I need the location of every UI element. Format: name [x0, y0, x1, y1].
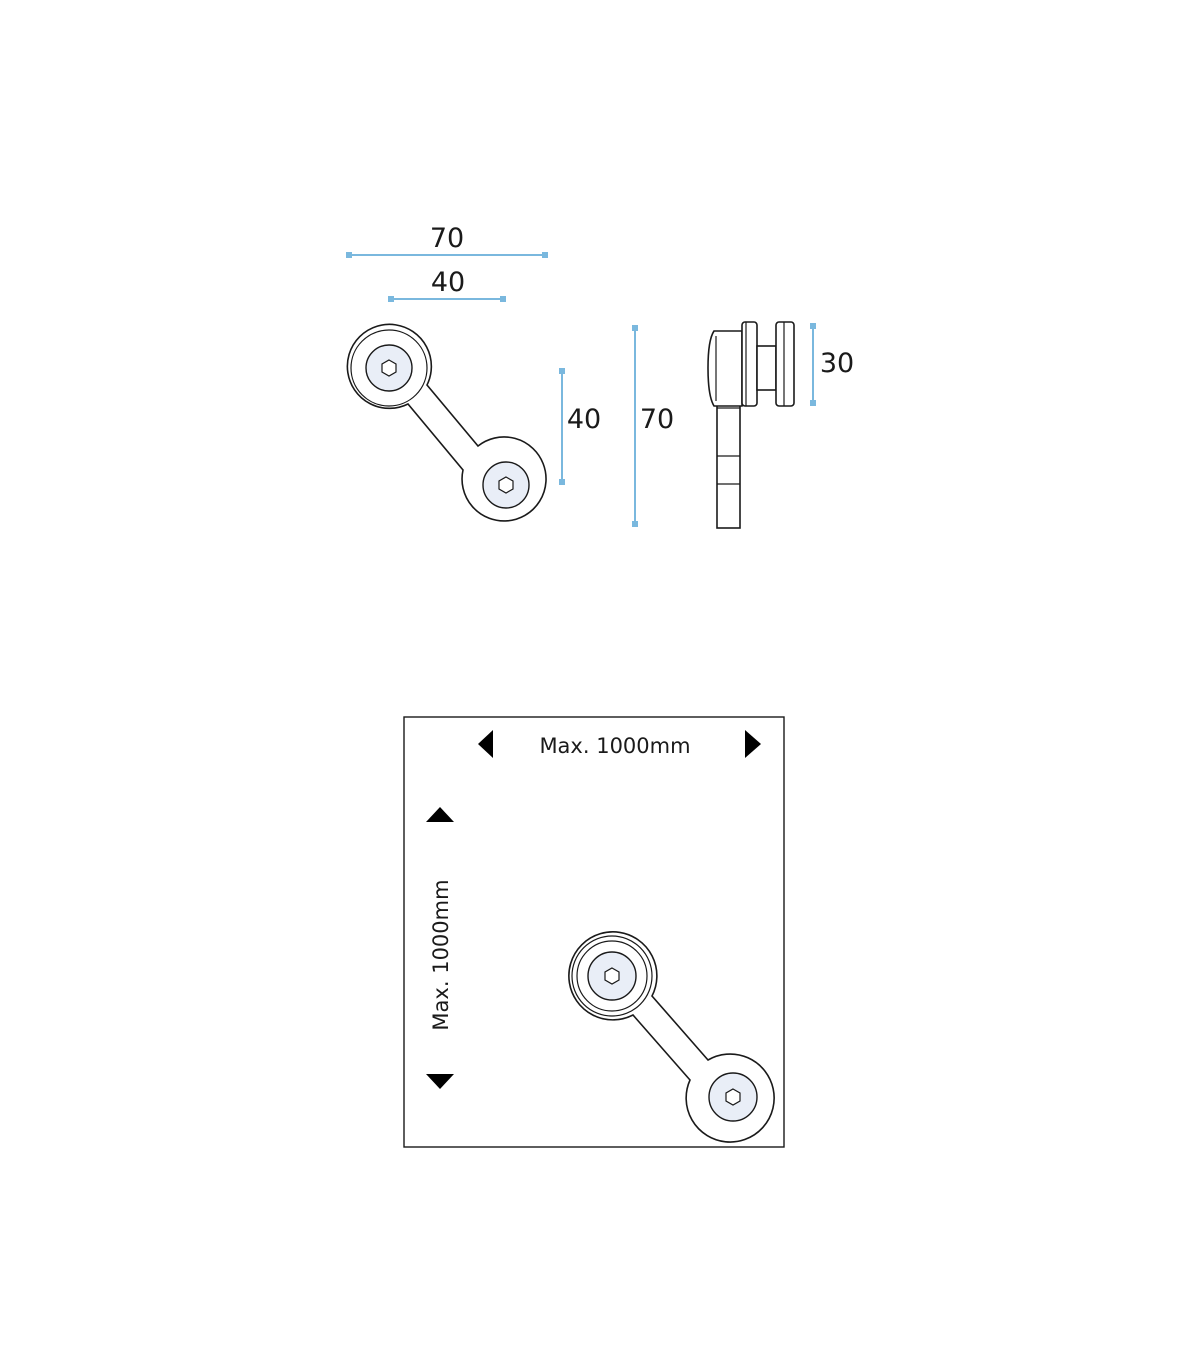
dimension-label-side-thickness: 30	[820, 348, 854, 379]
side-spacer	[756, 345, 777, 391]
dimension-vertical-centers: 40	[559, 368, 601, 485]
dimension-label-top-centers: 40	[431, 267, 465, 298]
side-washer-inner	[741, 321, 758, 407]
spider-arm-side-view	[707, 321, 795, 529]
dimension-top-overall: 70	[346, 223, 548, 258]
spider-arm-front-view	[346, 323, 547, 522]
arrow-up-icon	[426, 807, 454, 822]
panel-large-disc-inner-ring	[576, 940, 648, 1012]
panel-vertical-limit-label: Max. 1000mm	[429, 879, 453, 1030]
small-disc-hex-socket-icon	[498, 476, 514, 494]
large-disc-hex-socket-icon	[381, 359, 397, 377]
arrow-right-icon	[745, 730, 761, 758]
panel-horizontal-limit-label: Max. 1000mm	[539, 734, 690, 758]
panel-large-disc-hex-socket-icon	[604, 967, 620, 985]
arrow-down-icon	[426, 1074, 454, 1089]
arrow-left-icon	[478, 730, 493, 758]
panel-small-disc-hex-socket-icon	[725, 1088, 741, 1106]
side-washer-outer	[775, 321, 795, 407]
panel-large-disc-outer-ring	[571, 935, 653, 1017]
glass-panel-diagram: Max. 1000mm Max. 1000mm	[403, 716, 785, 1148]
side-cap-block	[707, 330, 743, 407]
panel-spider-arm	[568, 931, 775, 1143]
dimension-side-thickness: 30	[810, 323, 854, 406]
dimension-label-vertical-overall: 70	[640, 404, 674, 435]
dimension-vertical-overall: 70	[632, 325, 674, 527]
dimension-label-vertical-centers: 40	[567, 404, 601, 435]
side-arm-bar	[716, 391, 741, 529]
dimension-label-top-overall: 70	[430, 223, 464, 254]
dimension-top-centers: 40	[388, 267, 506, 302]
large-disc-outer-ring	[350, 329, 428, 407]
